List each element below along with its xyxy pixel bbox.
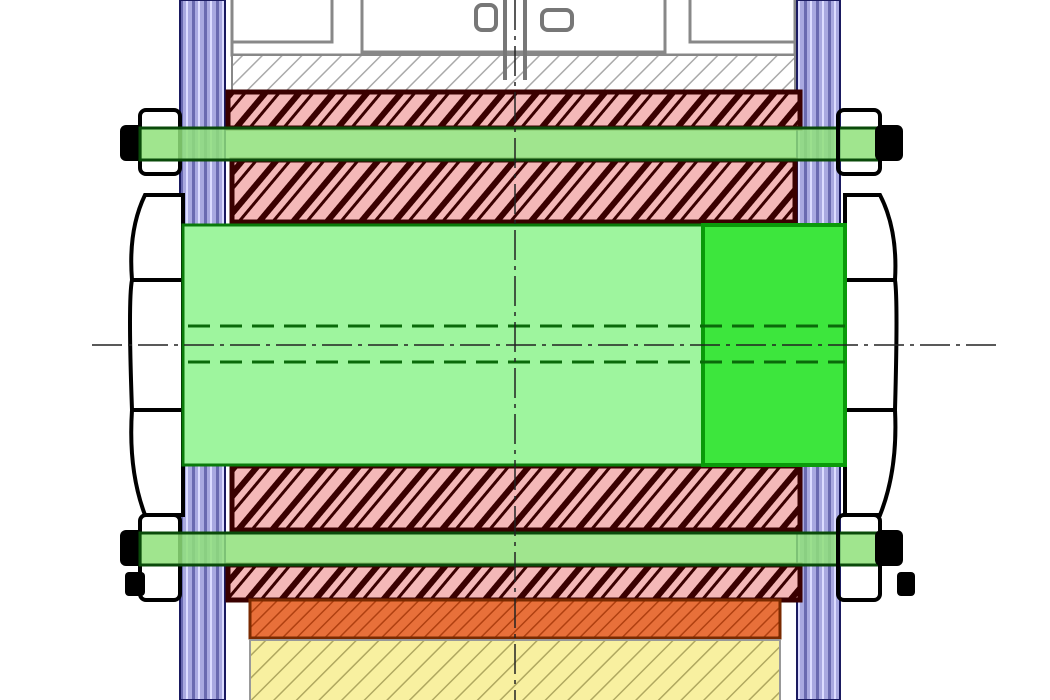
right-hex-nut [843, 193, 899, 517]
clip-icon [474, 0, 574, 80]
top-frame [230, 0, 797, 92]
top-bolt [120, 108, 903, 176]
bottom-bolt [120, 513, 915, 602]
left-hex-nut [128, 193, 185, 517]
